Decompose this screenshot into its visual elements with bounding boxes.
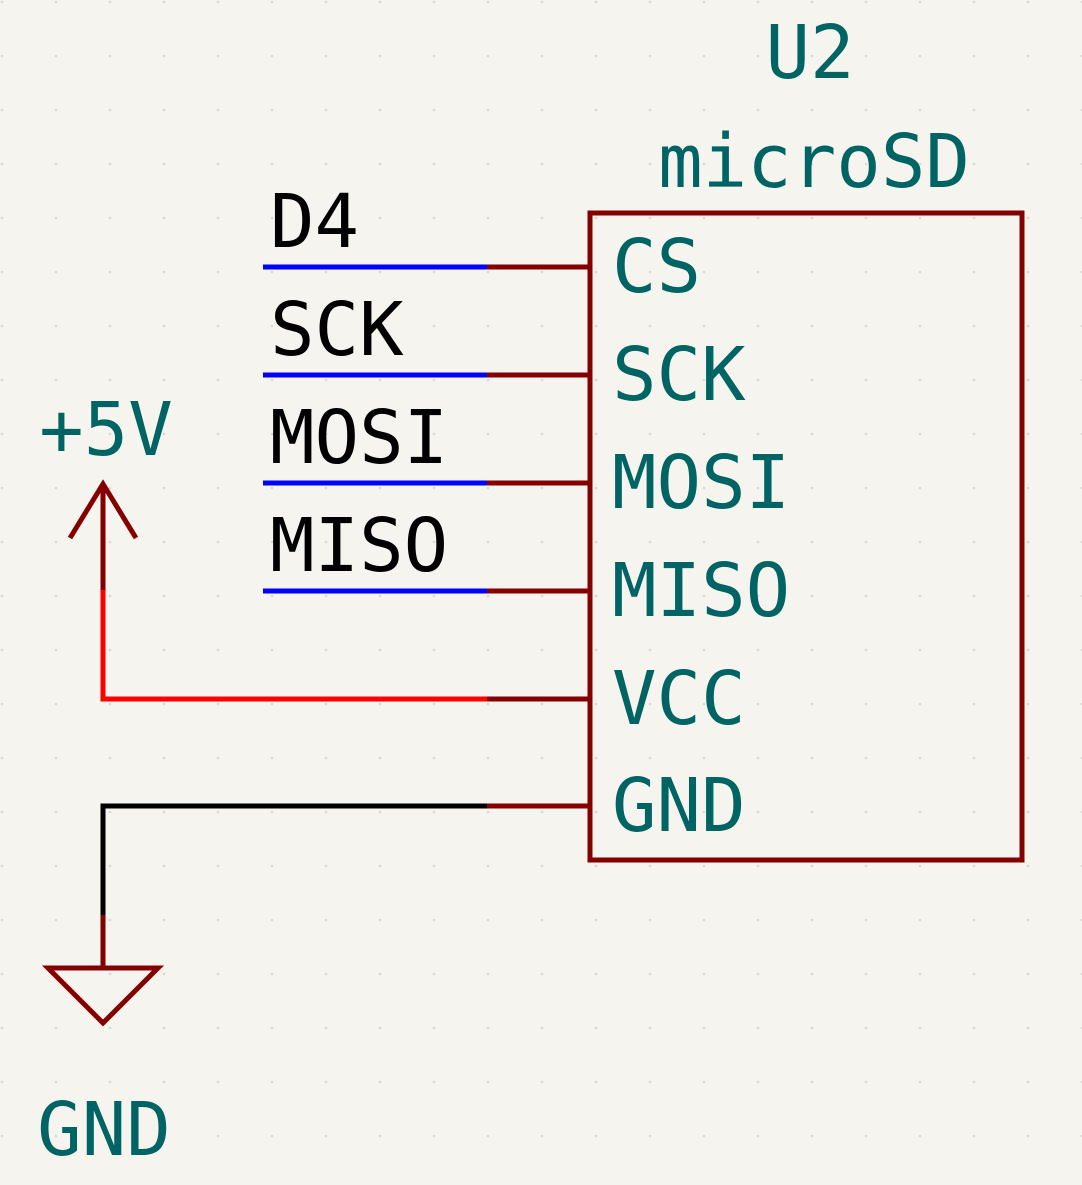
pin-name-vcc: VCC [612, 656, 746, 742]
pin-name-gnd: GND [612, 763, 746, 849]
pin-name-sck: SCK [612, 332, 746, 418]
net-label-sck[interactable]: SCK [270, 287, 404, 373]
wire-vcc[interactable] [100, 590, 487, 702]
pin-name-cs: CS [612, 224, 701, 310]
power-arrow-up-icon[interactable] [67, 479, 139, 590]
pin-name-miso: MISO [612, 548, 790, 634]
pin-stubs [485, 264, 590, 809]
pin-names: CS SCK MOSI MISO VCC GND [612, 224, 790, 849]
ground-triangle-icon[interactable] [41, 915, 165, 1027]
component-reference[interactable]: U2 [765, 10, 854, 96]
net-label-miso[interactable]: MISO [270, 503, 448, 589]
power-label-vcc: +5V [39, 387, 173, 473]
wire-gnd[interactable] [100, 803, 487, 915]
component-value[interactable]: microSD [658, 119, 970, 205]
pin-name-mosi: MOSI [612, 440, 790, 526]
net-labels: D4 SCK MOSI MISO [270, 179, 448, 589]
power-label-gnd: GND [37, 1087, 171, 1173]
signal-wires [263, 264, 487, 594]
net-label-mosi[interactable]: MOSI [270, 395, 448, 481]
net-label-d4[interactable]: D4 [270, 179, 359, 265]
component-body[interactable] [587, 210, 1025, 863]
